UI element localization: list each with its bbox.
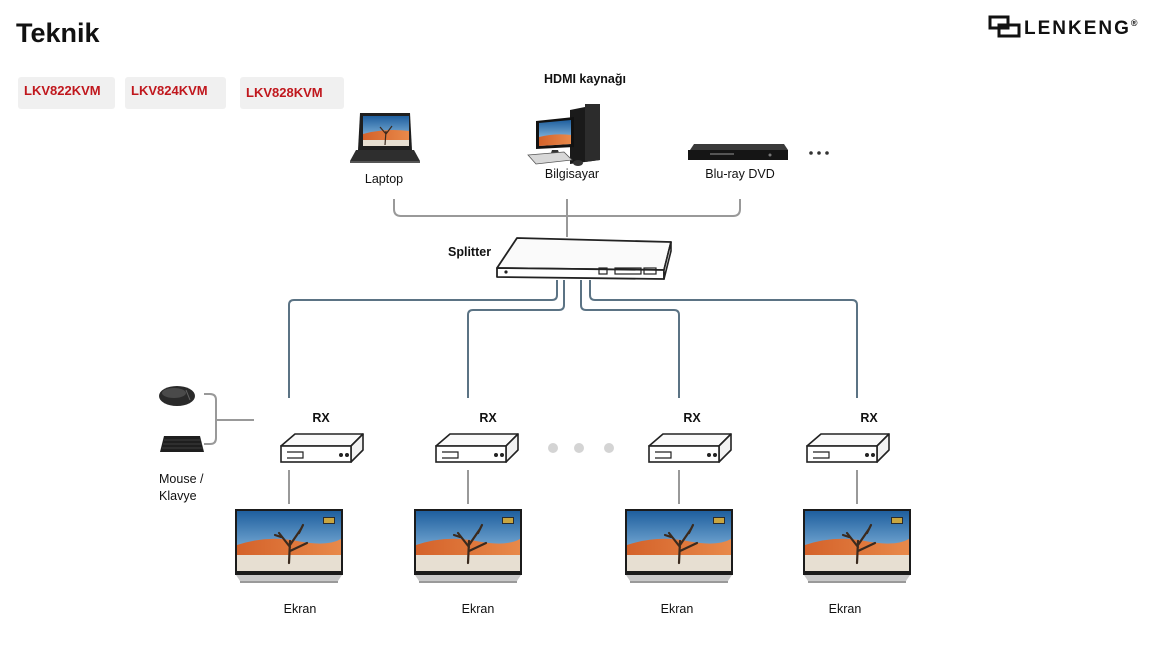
rx-device-4-icon — [806, 433, 890, 463]
more-receivers-icon — [548, 443, 614, 453]
rx-device-3-icon — [648, 433, 732, 463]
peripherals-label-line1: Mouse / — [159, 472, 204, 486]
brand-reg-mark: ® — [1130, 18, 1138, 28]
screen-2-icon — [414, 509, 522, 583]
more-sources-icon — [809, 151, 829, 155]
source-label-bluray: Blu-ray DVD — [705, 167, 775, 181]
rx-to-screen-cables — [288, 470, 858, 504]
screen-4-icon — [803, 509, 911, 583]
source-label-laptop: Laptop — [364, 172, 404, 186]
splitter-label: Splitter — [448, 245, 492, 259]
screen-label-2: Ekran — [461, 602, 495, 616]
peripherals-label-line2: Klavye — [159, 489, 197, 503]
peripherals-bracket — [204, 393, 217, 445]
screen-label-3: Ekran — [660, 602, 694, 616]
screen-1-icon — [235, 509, 343, 583]
lenkeng-logo-icon — [988, 15, 1021, 38]
rx-label-2: RX — [479, 411, 497, 425]
splitter-output-cables — [288, 280, 858, 398]
rx-device-2-icon — [435, 433, 519, 463]
mouse-icon — [159, 386, 195, 406]
rx-label-4: RX — [860, 411, 878, 425]
rx-device-1-icon — [280, 433, 364, 463]
lenkeng-logo: LENKENG® — [988, 14, 1158, 44]
tab-lkv822kvm[interactable]: LKV822KVM — [18, 77, 115, 109]
screen-3-icon — [625, 509, 733, 583]
source-label-computer: Bilgisayar — [544, 167, 600, 181]
rx-label-3: RX — [683, 411, 701, 425]
keyboard-icon — [160, 436, 204, 452]
screen-label-1: Ekran — [283, 602, 317, 616]
tab-lkv824kvm[interactable]: LKV824KVM — [125, 77, 226, 109]
laptop-icon — [350, 113, 420, 163]
hdmi-source-label: HDMI kaynağı — [544, 72, 626, 86]
tab-lkv828kvm[interactable]: LKV828KVM — [240, 77, 344, 109]
splitter-device-icon — [496, 237, 672, 280]
screen-label-4: Ekran — [828, 602, 862, 616]
brand-name: LENKENG — [1024, 18, 1131, 39]
page-title: Teknik — [16, 18, 100, 48]
bluray-player-icon — [688, 144, 788, 160]
desktop-computer-icon — [527, 104, 600, 166]
rx-label-1: RX — [312, 411, 330, 425]
